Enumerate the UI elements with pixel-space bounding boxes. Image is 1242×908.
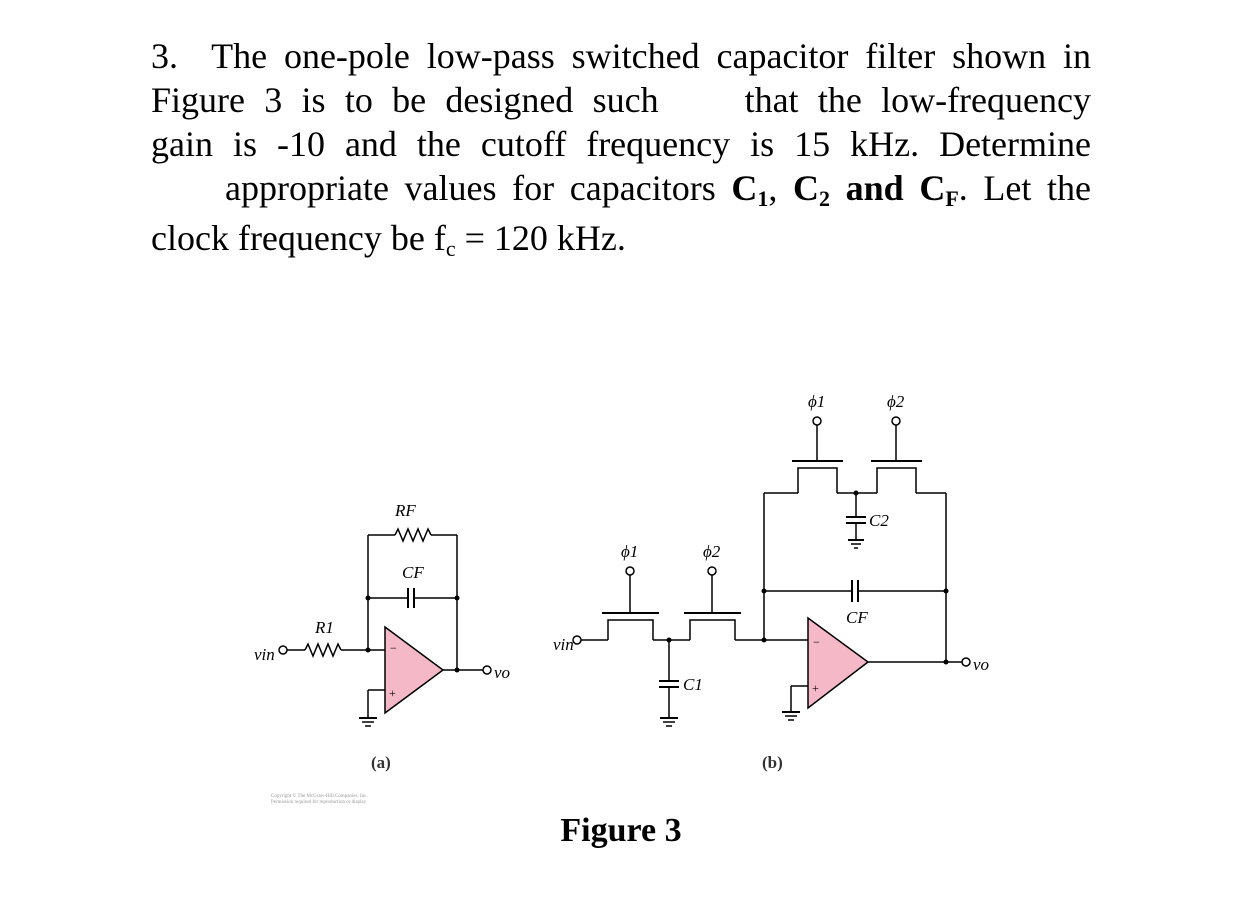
label-vo-a: vo [494, 663, 510, 682]
switch-top-phi2 [876, 467, 917, 493]
problem-line-3: gain is -10 and the cutoff frequency is … [151, 122, 1091, 166]
label-phi2-top: ϕ2 [887, 392, 905, 411]
vin-terminal-b [572, 635, 582, 645]
plus-sign-b: + [812, 681, 819, 695]
switch-phi2 [689, 619, 736, 640]
ground-b [782, 711, 800, 721]
label-r1: R1 [314, 618, 334, 637]
problem-text: The one-pole low-pass switched capacitor… [211, 36, 1091, 76]
problem-number: 3. [151, 36, 178, 76]
problem-text: clock frequency be f [151, 218, 446, 258]
label-part-a: (a) [371, 753, 391, 772]
ground-a [359, 717, 377, 727]
problem-text: . Let the [958, 168, 1091, 208]
separator: , [768, 168, 778, 208]
clock-subscript: c [445, 236, 456, 261]
label-c2: C2 [869, 511, 889, 530]
vo-terminal-a [482, 665, 492, 675]
opamp-b [807, 616, 870, 710]
ground-c2 [848, 539, 864, 549]
problem-text: gain is -10 and the cutoff frequency is … [151, 124, 1091, 164]
label-phi1-b: ϕ1 [621, 542, 638, 561]
switch-top-phi1 [797, 467, 838, 493]
copyright-line-1: Copyright © The McGraw-Hill Companies, I… [271, 793, 368, 799]
copyright-line-2: Permission required for reproduction or … [271, 800, 367, 805]
opamp-a [384, 625, 445, 715]
figure-caption: Figure 3 [560, 812, 682, 849]
minus-sign-a: − [390, 641, 397, 655]
problem-text: that the low-frequency [744, 80, 1091, 120]
problem-text: Figure 3 is to be designed such [151, 80, 659, 120]
label-part-b: (b) [762, 753, 783, 772]
minus-sign-b: − [813, 635, 820, 649]
label-cf-a: CF [402, 563, 424, 582]
problem-line-4: appropriate values for capacitors C1, C2… [151, 166, 1091, 210]
label-vin-a: vin [254, 645, 275, 664]
problem-text: appropriate values for capacitors [225, 168, 716, 208]
resistor-r1 [304, 642, 342, 658]
plus-sign-a: + [389, 686, 396, 700]
label-cf-b: CF [846, 608, 868, 627]
resistor-rf [394, 527, 432, 543]
vo-terminal-b [961, 657, 971, 667]
and-word: and [845, 168, 904, 208]
label-phi2-b: ϕ2 [703, 542, 721, 561]
problem-line-5: clock frequency be fc = 120 kHz. [151, 216, 1091, 260]
label-phi1-top: ϕ1 [808, 392, 825, 411]
capacitor-c2: C2 [792, 168, 830, 211]
label-c1: C1 [683, 675, 703, 694]
vin-terminal-a [278, 645, 288, 655]
problem-line-2: Figure 3 is to be designed such that the … [151, 78, 1091, 122]
label-vin-b: vin [553, 635, 574, 654]
problem-line-1: 3. The one-pole low-pass switched capaci… [151, 34, 1091, 78]
problem-statement: 3. The one-pole low-pass switched capaci… [151, 34, 1091, 260]
label-vo-b: vo [973, 655, 989, 674]
switch-phi1 [607, 619, 654, 640]
circuit-b [572, 416, 971, 727]
label-rf: RF [394, 501, 416, 520]
capacitor-c1: C1 [731, 168, 769, 211]
capacitor-cf: CF [919, 168, 959, 211]
circuit-a [278, 527, 492, 727]
ground-c1 [660, 717, 678, 727]
problem-text: = 120 kHz. [455, 218, 626, 258]
